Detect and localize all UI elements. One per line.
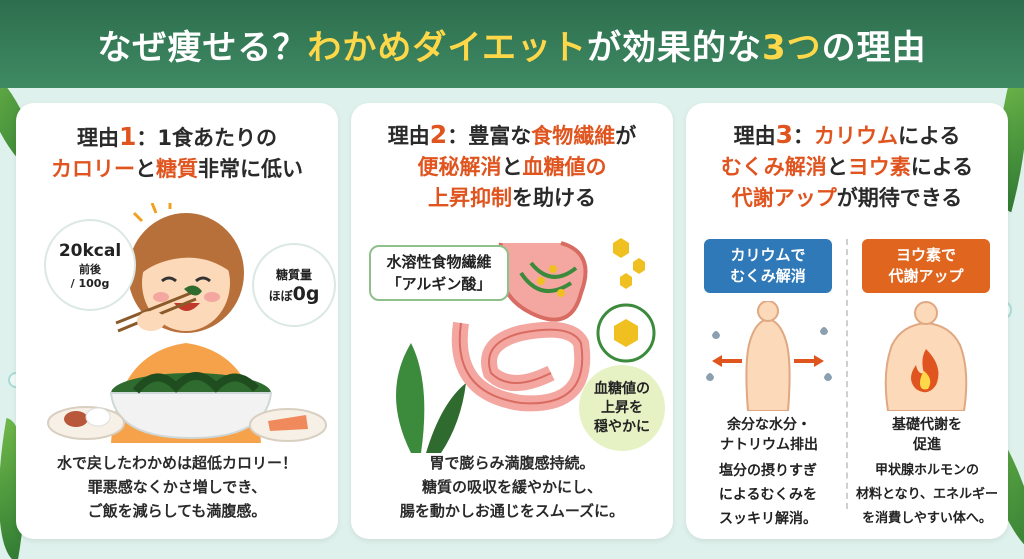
caption-line: 促進	[913, 437, 941, 453]
side-dish-illustration	[47, 406, 125, 440]
reason-card-1: 理由1：1食あたりの カロリーと糖質非常に低い	[16, 103, 338, 539]
title-text: と	[826, 155, 848, 179]
title-highlight: 血糖値の	[522, 155, 607, 179]
circle-line: 上昇を	[601, 399, 643, 416]
description-line: を消費しやすい体へ。	[862, 511, 992, 526]
iodine-caption: 基礎代謝を 促進	[854, 415, 1000, 455]
description-line: スッキリ解消。	[719, 511, 817, 527]
caption-line: ナトリウム排出	[720, 437, 818, 453]
alginate-label: 水溶性食物繊維 「アルギン酸」	[369, 245, 509, 301]
circle-line: 穏やかに	[594, 418, 650, 435]
title-highlight: むくみ解消	[720, 155, 827, 179]
potassium-heading: カリウムで むくみ解消	[704, 239, 832, 293]
card-description: 水で戻したわかめは超低カロリー！ 罪悪感なくかさ増しでき、 ご飯を減らしても満腹…	[26, 451, 328, 523]
title-highlight: 便秘解消	[417, 155, 502, 179]
card-title: 理由1：1食あたりの カロリーと糖質非常に低い	[16, 121, 338, 185]
reason-card-2: 理由2：豊富な食物繊維が 便秘解消と血糖値の 上昇抑制を助ける 水溶性食物繊維 …	[351, 103, 673, 539]
description-line: 罪悪感なくかさ増しでき、	[87, 478, 267, 496]
title-text: 理由	[76, 126, 119, 150]
description-line: 甲状腺ホルモンの	[874, 463, 979, 478]
page-title: なぜ痩せる？わかめダイエットが効果的な3つの理由	[97, 20, 926, 69]
description-line: 胃で膨らみ満腹感持続。	[429, 454, 595, 472]
title-highlight: 3つ	[762, 27, 822, 68]
sugar-label: 糖質量	[275, 267, 312, 282]
title-part: が効果的な	[587, 27, 762, 68]
title-text: ：	[793, 124, 815, 148]
caption-line: 基礎代謝を	[892, 417, 962, 433]
iodine-description: 甲状腺ホルモンの 材料となり、エネルギー を消費しやすい体へ。	[846, 459, 1008, 531]
calorie-unit: / 100g	[70, 276, 110, 290]
description-line: ご飯を減らしても満腹感。	[87, 502, 267, 520]
title-text: による	[898, 124, 961, 148]
title-highlight: カロリー	[51, 157, 135, 181]
heading-line: カリウムで	[730, 246, 806, 264]
salmon-plate-illustration	[249, 408, 327, 442]
card-title: 理由2：豊富な食物繊維が 便秘解消と血糖値の 上昇抑制を助ける	[351, 119, 673, 214]
title-highlight: 食物繊維	[531, 124, 616, 148]
woman-eating-illustration	[109, 203, 273, 443]
body-water-illustration	[706, 301, 832, 411]
caption-line: 余分な水分・	[727, 417, 811, 433]
card-title: 理由3：カリウムによる むくみ解消とヨウ素による 代謝アップが期待できる	[686, 119, 1008, 214]
description-line: 糖質の吸収を緩やかにし、	[421, 478, 602, 496]
title-part: の理由	[821, 27, 927, 68]
heading-line: 代謝アップ	[888, 267, 964, 285]
description-line: 水で戻したわかめは超低カロリー！	[56, 454, 297, 472]
title-highlight: 上昇抑制	[428, 186, 512, 210]
blood-sugar-circle: 血糖値の 上昇を 穏やかに	[579, 365, 665, 451]
title-text: と	[501, 155, 523, 179]
reason-number: 1	[118, 122, 137, 151]
potassium-caption: 余分な水分・ ナトリウム排出	[696, 415, 842, 455]
tag-line: 「アルギン酸」	[386, 275, 492, 293]
title-part: なぜ痩せる？	[97, 27, 308, 68]
calorie-note: 前後	[79, 262, 101, 276]
title-text: ：1食あたりの	[136, 126, 278, 150]
tag-line: 水溶性食物繊維	[386, 253, 492, 271]
sugar-bubble: 糖質量 ほぼ0g	[254, 245, 334, 325]
description-line: によるむくみを	[718, 487, 818, 503]
heading-line: むくみ解消	[730, 267, 806, 285]
title-text: による	[910, 155, 974, 179]
heading-line: ヨウ素で	[895, 246, 956, 264]
potassium-description: 塩分の摂りすぎ によるむくみを スッキリ解消。	[692, 459, 844, 531]
iodine-heading: ヨウ素で 代謝アップ	[862, 239, 990, 293]
title-highlight: わかめダイエット	[307, 27, 587, 68]
title-text: が	[615, 124, 637, 148]
circle-line: 血糖値の	[594, 380, 650, 397]
digestive-system-illustration	[396, 238, 656, 453]
title-text: ：豊富な	[447, 124, 532, 148]
title-highlight: カリウム	[814, 124, 899, 148]
title-text: 理由	[387, 124, 430, 148]
title-text: 非常に低い	[198, 157, 303, 181]
reason-number: 3	[775, 120, 794, 149]
title-text: が期待できる	[836, 186, 963, 210]
calorie-bubble: 20kcal 前後 / 100g	[46, 221, 134, 309]
column-divider	[846, 239, 848, 509]
title-text: と	[135, 157, 156, 181]
description-line: 材料となり、エネルギー	[855, 487, 999, 502]
reason-card-3: 理由3：カリウムによる むくみ解消とヨウ素による 代謝アップが期待できる カリウ…	[686, 103, 1008, 539]
sugar-value: 0g	[292, 282, 320, 305]
sugar-note: ほぼ	[268, 288, 293, 303]
description-line: 塩分の摂りすぎ	[719, 463, 817, 479]
title-highlight: ヨウ素	[847, 155, 911, 179]
reason-number: 2	[429, 120, 448, 149]
page-header: なぜ痩せる？わかめダイエットが効果的な3つの理由	[0, 0, 1024, 88]
description-line: 腸を動かしお通じをスムーズに。	[399, 502, 625, 520]
title-highlight: 代謝アップ	[731, 186, 837, 210]
body-fire-illustration	[884, 301, 968, 411]
title-text: を助ける	[512, 186, 596, 210]
title-highlight: 糖質	[156, 157, 198, 181]
card-description: 胃で膨らみ満腹感持続。 糖質の吸収を緩やかにし、 腸を動かしお通じをスムーズに。	[361, 451, 663, 523]
title-text: 理由	[733, 124, 776, 148]
calorie-value: 20kcal	[58, 240, 122, 261]
